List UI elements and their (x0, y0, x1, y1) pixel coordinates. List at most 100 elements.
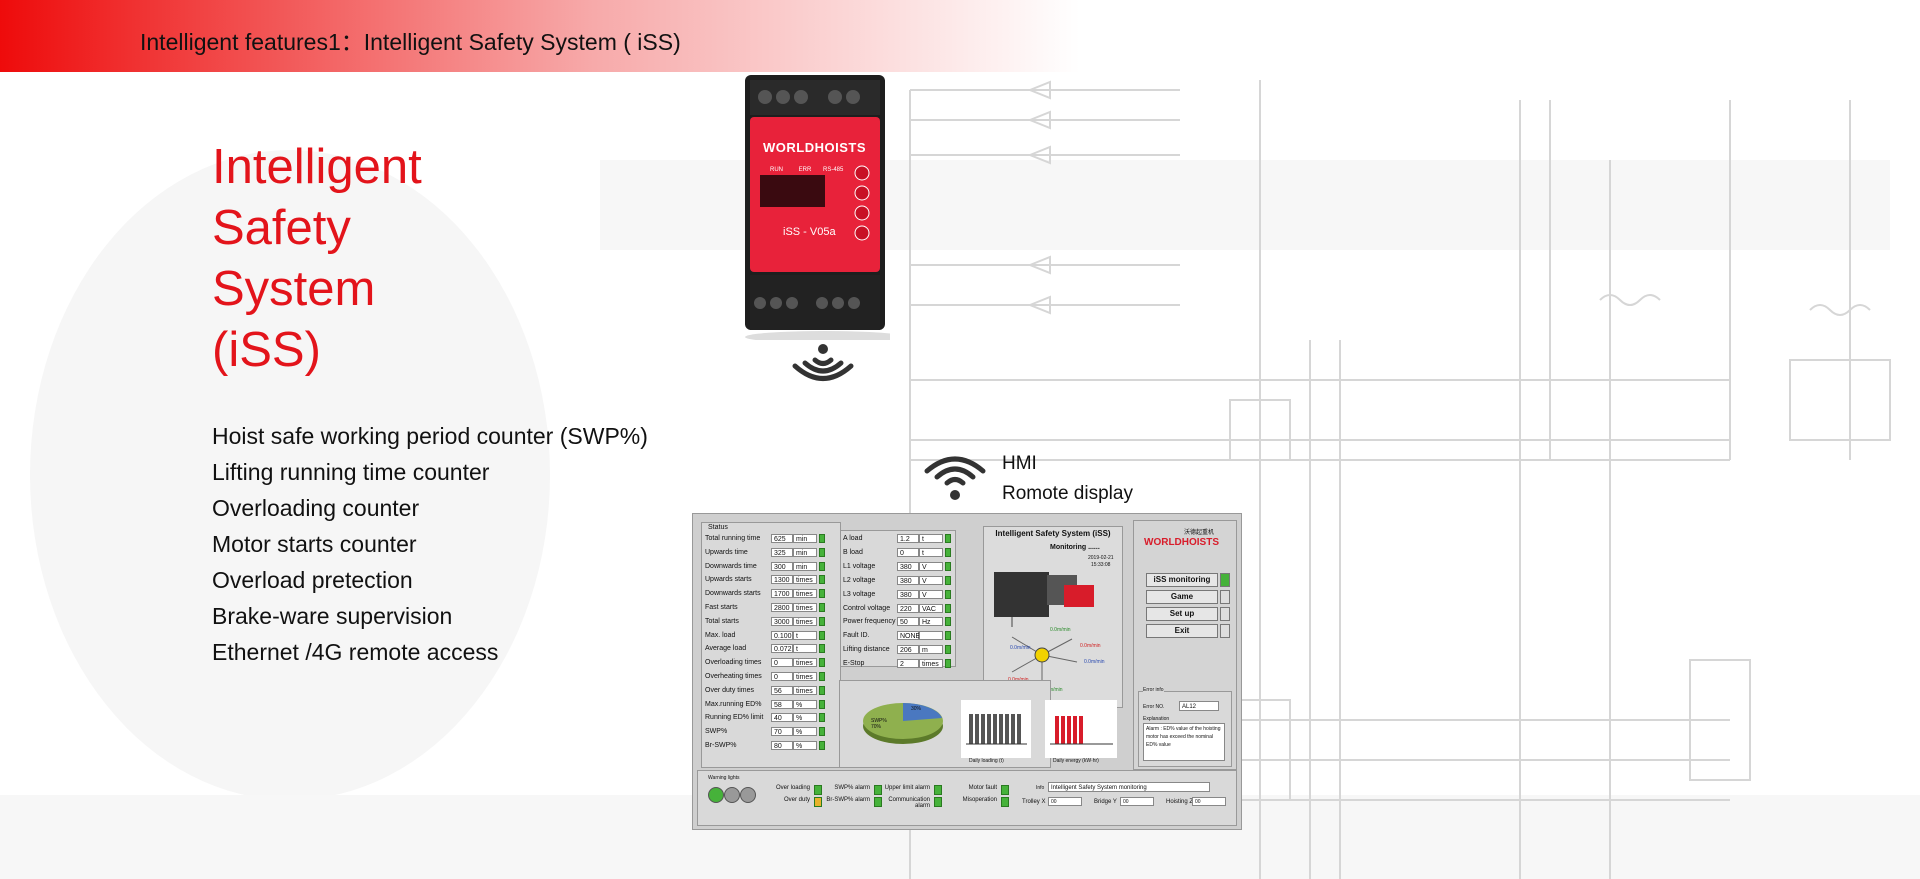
warning-label: Over loading (775, 785, 810, 791)
header-banner: Intelligent features1：Intelligent Safety… (0, 0, 1080, 72)
row-value: 80 (771, 741, 793, 750)
row-label: Total running time (705, 535, 761, 542)
speed-label: 0.0m/min (1080, 643, 1101, 649)
error-no-label: Error NO. (1143, 704, 1165, 710)
feature-item: Ethernet /4G remote access (212, 639, 499, 665)
warning-lamp-icon (740, 787, 756, 803)
status-led (945, 575, 951, 585)
row-unit: times (793, 616, 817, 626)
data-row: Max.running ED%58% (705, 699, 829, 710)
status-led (819, 616, 825, 626)
overview-title: Intelligent Safety System (iSS) (995, 529, 1111, 538)
row-value: 206 (897, 645, 919, 655)
row-value: 2800 (771, 603, 793, 612)
row-label: B load (843, 548, 863, 556)
device-led-label: RUN (770, 167, 783, 173)
row-value: 70 (771, 727, 793, 737)
wifi-icon (924, 456, 986, 500)
iss-monitoring-button[interactable]: iSS monitoring (1146, 573, 1218, 587)
exit-indicator (1220, 624, 1230, 638)
row-unit: t (793, 630, 817, 640)
status-led (945, 589, 951, 599)
hmi-label-line2: Romote display (1002, 483, 1133, 504)
row-value: 1700 (771, 589, 793, 599)
row-unit: V (919, 575, 943, 585)
schematic-background (909, 80, 1891, 879)
warning-label: Motor fault (968, 785, 997, 791)
monitoring-text: Monitoring ...... (1050, 544, 1100, 551)
status-led (945, 561, 951, 571)
warning-lamp-icon (708, 787, 724, 803)
setup-button[interactable]: Set up (1146, 607, 1218, 621)
feature-item: Overload pretection (212, 567, 413, 593)
row-label: L1 voltage (843, 562, 876, 570)
status-led (819, 603, 825, 612)
status-led (819, 561, 825, 571)
error-info-panel: Error info Error NO. AL12 Explanation Al… (1138, 687, 1232, 767)
row-value: 380 (897, 575, 919, 585)
row-label: Over duty times (705, 686, 755, 694)
row-value: 40 (771, 713, 793, 723)
status-led (819, 534, 825, 543)
row-unit: times (793, 603, 817, 612)
data-row: SWP%70% (705, 727, 829, 737)
page-title: Intelligent Safety System (iSS) (212, 137, 422, 381)
row-label: L3 voltage (843, 590, 876, 598)
warning-label: SWP% alarm (834, 785, 870, 791)
warning-led (874, 785, 882, 795)
row-label: Power frequency (843, 618, 896, 626)
row-unit: % (793, 741, 817, 750)
speed-label: 0.0m/min (1050, 627, 1071, 633)
info-field: Intelligent Safety System monitoring (1048, 782, 1210, 792)
game-button[interactable]: Game (1146, 590, 1218, 604)
row-label: Upwards time (705, 548, 748, 556)
feature-item: Overloading counter (212, 495, 420, 521)
monitor-date: 2019-02-21 (1088, 555, 1114, 561)
row-value: 625 (771, 534, 793, 543)
row-unit: % (793, 699, 817, 709)
position-label: Trolley X (1022, 799, 1046, 805)
feature-item: Brake-ware supervision (212, 603, 453, 629)
row-value: 325 (771, 547, 793, 557)
explanation-text: Alarm : ED% value of the hoisting motor … (1143, 723, 1225, 761)
header-title: Intelligent features1：Intelligent Safety… (140, 29, 681, 55)
warning-led (934, 785, 942, 795)
warning-led (814, 797, 822, 807)
title-line: Safety (212, 201, 351, 255)
status-led (819, 727, 825, 737)
title-line: (iSS) (212, 323, 321, 377)
row-value: 1300 (771, 575, 793, 585)
overview-panel: Intelligent Safety System (iSS) Monitori… (983, 526, 1123, 708)
status-led (945, 645, 951, 655)
row-value: 3000 (771, 616, 793, 626)
row-label: Max. load (705, 631, 736, 639)
status-led (819, 589, 825, 599)
daily-energy-chart (1045, 700, 1117, 758)
pie-label-30: 30% (911, 706, 922, 712)
status-led (819, 547, 825, 557)
row-label: Max.running ED% (705, 700, 762, 708)
warning-label: Upper limit alarm (884, 785, 930, 791)
row-label: Fault ID. (843, 632, 870, 640)
chart1-title: Daily loading (t) (969, 758, 1004, 764)
row-value: 380 (897, 589, 919, 599)
hmi-label: HMI Romote display (1002, 449, 1133, 509)
row-value: 0.072 (771, 644, 793, 654)
status-led (819, 630, 825, 640)
warning-led (934, 797, 942, 807)
status-led (945, 547, 951, 557)
speed-label: 0.0m/min (1042, 687, 1063, 693)
row-unit: min (793, 534, 817, 543)
exit-button[interactable]: Exit (1146, 624, 1218, 638)
warning-lamp-icon (724, 787, 740, 803)
title-line: Intelligent (212, 140, 422, 194)
row-unit (919, 631, 943, 641)
row-label: Overloading times (705, 659, 762, 667)
device-led-labels: RUN ERR RS-485 (770, 167, 843, 173)
